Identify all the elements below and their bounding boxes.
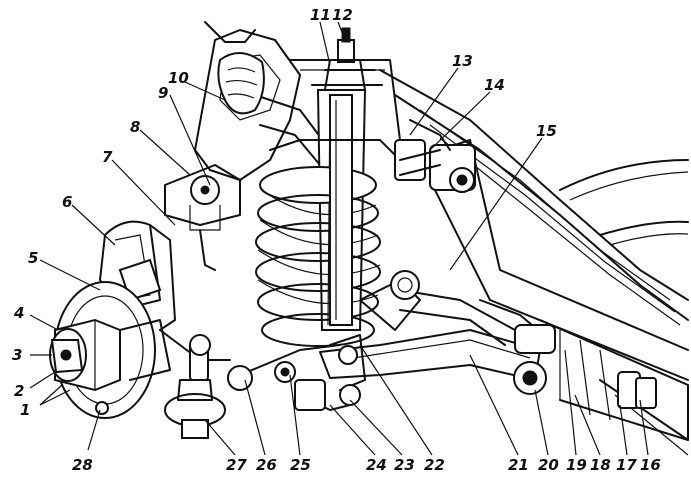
callout-26: 26: [256, 456, 277, 474]
callout-labels: 1 2 3 4 5 6 7 8 9 10 11 12 13 14 15 16 1…: [12, 6, 661, 474]
callout-13: 13: [452, 52, 473, 70]
bump-stop: [204, 21, 265, 115]
callout-8: 8: [130, 118, 140, 136]
callout-28: 28: [72, 456, 93, 474]
callout-4: 4: [13, 304, 24, 322]
callout-25: 25: [290, 456, 311, 474]
lower-control-arm: [319, 270, 556, 395]
wheel-hub: [49, 318, 171, 392]
arm-bushing-front: [390, 270, 420, 300]
callout-15: 15: [536, 122, 557, 140]
callout-12: 12: [332, 6, 353, 24]
stabilizer-link: [227, 334, 366, 411]
callout-22: 22: [424, 456, 445, 474]
callout-1: 1: [20, 401, 30, 419]
callout-18: 18: [590, 456, 611, 474]
callout-11: 11: [310, 6, 331, 24]
callout-19: 19: [566, 456, 587, 474]
callout-23: 23: [394, 456, 415, 474]
callout-17: 17: [616, 456, 637, 474]
callout-27: 27: [226, 456, 247, 474]
callout-2: 2: [14, 382, 24, 400]
callout-7: 7: [102, 148, 113, 166]
upper-control-arm: [164, 29, 331, 271]
leader-lines: [29, 21, 649, 456]
callout-20: 20: [538, 456, 559, 474]
callout-3: 3: [12, 346, 22, 364]
subframe-crossmember: [429, 139, 689, 456]
callout-9: 9: [158, 84, 168, 102]
callout-10: 10: [168, 69, 189, 87]
vehicle-body-panel: [379, 69, 689, 326]
callout-6: 6: [62, 193, 72, 211]
callout-24: 24: [366, 456, 387, 474]
callout-16: 16: [640, 456, 661, 474]
callout-14: 14: [484, 76, 505, 94]
coil-spring: [255, 94, 381, 347]
spring-upper-mount: [269, 59, 476, 193]
callout-5: 5: [28, 249, 38, 267]
lower-ball-joint: [164, 334, 226, 439]
callout-21: 21: [508, 456, 529, 474]
